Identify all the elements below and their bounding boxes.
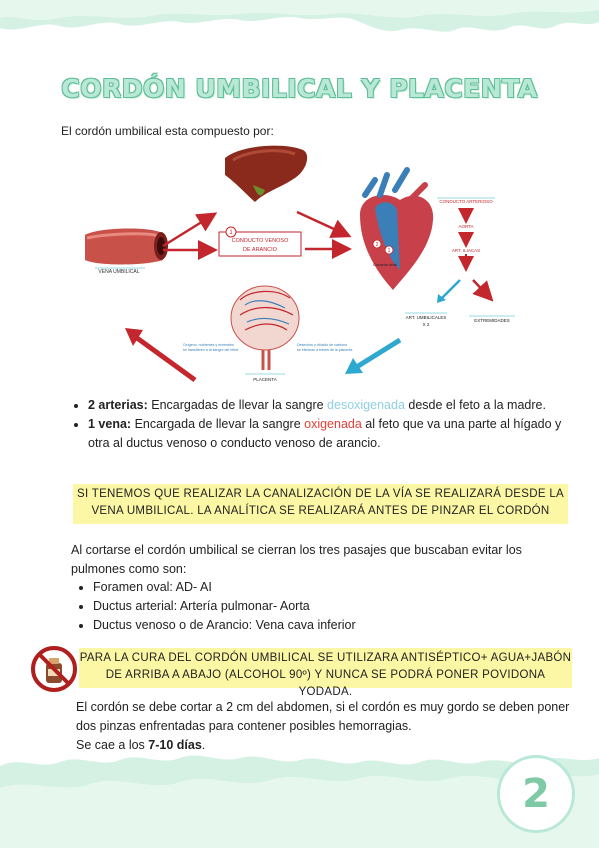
- heart-number-1: 1: [388, 248, 391, 254]
- bullet-text: al feto que va una parte al hígado y otr…: [88, 417, 562, 450]
- heart-illustration: [360, 167, 434, 290]
- fall-post: .: [201, 738, 206, 752]
- decorative-brush-top: [0, 0, 599, 32]
- label-conducto-arterioso: CONDUCTO ARTERIOSO: [439, 199, 493, 204]
- list-item: 1 vena: Encargada de llevar la sangre ox…: [88, 415, 568, 453]
- bullet-text: desde el feto a la madre.: [404, 398, 546, 412]
- label-art-iliacas: ART. ILIACAS: [452, 248, 480, 253]
- label-placenta-left-1: Oxígeno, nutrientes y minerales: [183, 343, 234, 347]
- final-paragraph: El cordón se debe cortar a 2 cm del abdo…: [76, 698, 576, 755]
- colored-word-oxigenada: oxigenada: [304, 417, 362, 431]
- intro-text: El cordón umbilical esta compuesto por:: [61, 124, 274, 138]
- bullet-text: Encargadas de llevar la sangre: [147, 398, 328, 412]
- page-title: CORDÓN UMBILICAL Y PLACENTA: [61, 74, 538, 103]
- list-item: Ductus venoso o de Arancio: Vena cava in…: [93, 616, 356, 635]
- list-item: 2 arterias: Encargadas de llevar la sang…: [88, 396, 568, 415]
- list-item: Foramen oval: AD- AI: [93, 578, 356, 597]
- bullet-label: 1 vena:: [88, 417, 132, 431]
- colored-word-desoxigenada: desoxigenada: [327, 398, 405, 412]
- fall-days: 7-10 días: [148, 738, 202, 752]
- conducto-number: 1: [229, 230, 233, 236]
- umbilical-vein-illustration: [85, 228, 168, 265]
- label-aorta: AORTA: [458, 224, 473, 229]
- fall-pre: Se cae a los: [76, 738, 149, 752]
- highlight-line: vena umbilical. La analítica se realizar…: [91, 505, 550, 517]
- bullet-label: 2 arterias:: [88, 398, 148, 412]
- decorative-brush-bottom: [0, 755, 599, 848]
- highlight-line: de arriba a abajo (alcohol 90º) y nunca …: [105, 669, 546, 698]
- paragraph-pasajes: Al cortarse el cordón umbilical se cierr…: [71, 543, 522, 576]
- liver-illustration: [225, 145, 308, 202]
- passages-list: Foramen oval: AD- AI Ductus arterial: Ar…: [77, 578, 356, 635]
- label-placenta-right-1: Desechos y dióxido de carbono: [297, 343, 347, 347]
- label-art-umbilicales: ART. UMBILICALES: [406, 315, 447, 320]
- label-extremidades: EXTREMIDADES: [474, 318, 510, 323]
- highlight-line: Para la cura del cordón umbilical se uti…: [79, 652, 572, 664]
- label-placenta-right-2: se eliminan a través de la placenta: [297, 348, 352, 352]
- label-conducto-venoso-line2: DE ARANCIO: [243, 247, 278, 253]
- fall-days-line: Se cae a los 7-10 días.: [76, 736, 576, 755]
- prohibited-povidone-icon: [31, 646, 77, 692]
- label-placenta: PLACENTA: [253, 377, 276, 382]
- label-placenta-left-2: se transfieren a la sangre del bebé: [183, 348, 238, 352]
- highlight-cura-cordon: Para la cura del cordón umbilical se uti…: [79, 648, 572, 698]
- page-number: 2: [497, 755, 575, 833]
- heart-number-2: 2: [376, 242, 379, 248]
- final-text: El cordón se debe cortar a 2 cm del abdo…: [76, 700, 570, 733]
- label-conducto-venoso-line1: CONDUCTO VENOSO: [232, 238, 289, 244]
- placenta-illustration: [230, 285, 300, 370]
- label-art-umbilicales-x2: X 2: [423, 322, 430, 327]
- list-item: Ductus arterial: Artería pulmonar- Aorta: [93, 597, 356, 616]
- highlight-line: Si tenemos que realizar la canalización …: [77, 488, 564, 500]
- bullet-text: Encargada de llevar la sangre: [131, 417, 305, 431]
- label-corazon: Corazón fetal: [373, 262, 397, 267]
- highlight-canalizacion: Si tenemos que realizar la canalización …: [73, 484, 568, 524]
- vessel-list: 2 arterias: Encargadas de llevar la sang…: [70, 396, 568, 453]
- umbilical-circulation-diagram: VENA UMBILICAL 1 CONDUCTO VENOSO DE ARAN…: [85, 145, 515, 383]
- label-vena-umbilical: VENA UMBILICAL: [98, 269, 139, 275]
